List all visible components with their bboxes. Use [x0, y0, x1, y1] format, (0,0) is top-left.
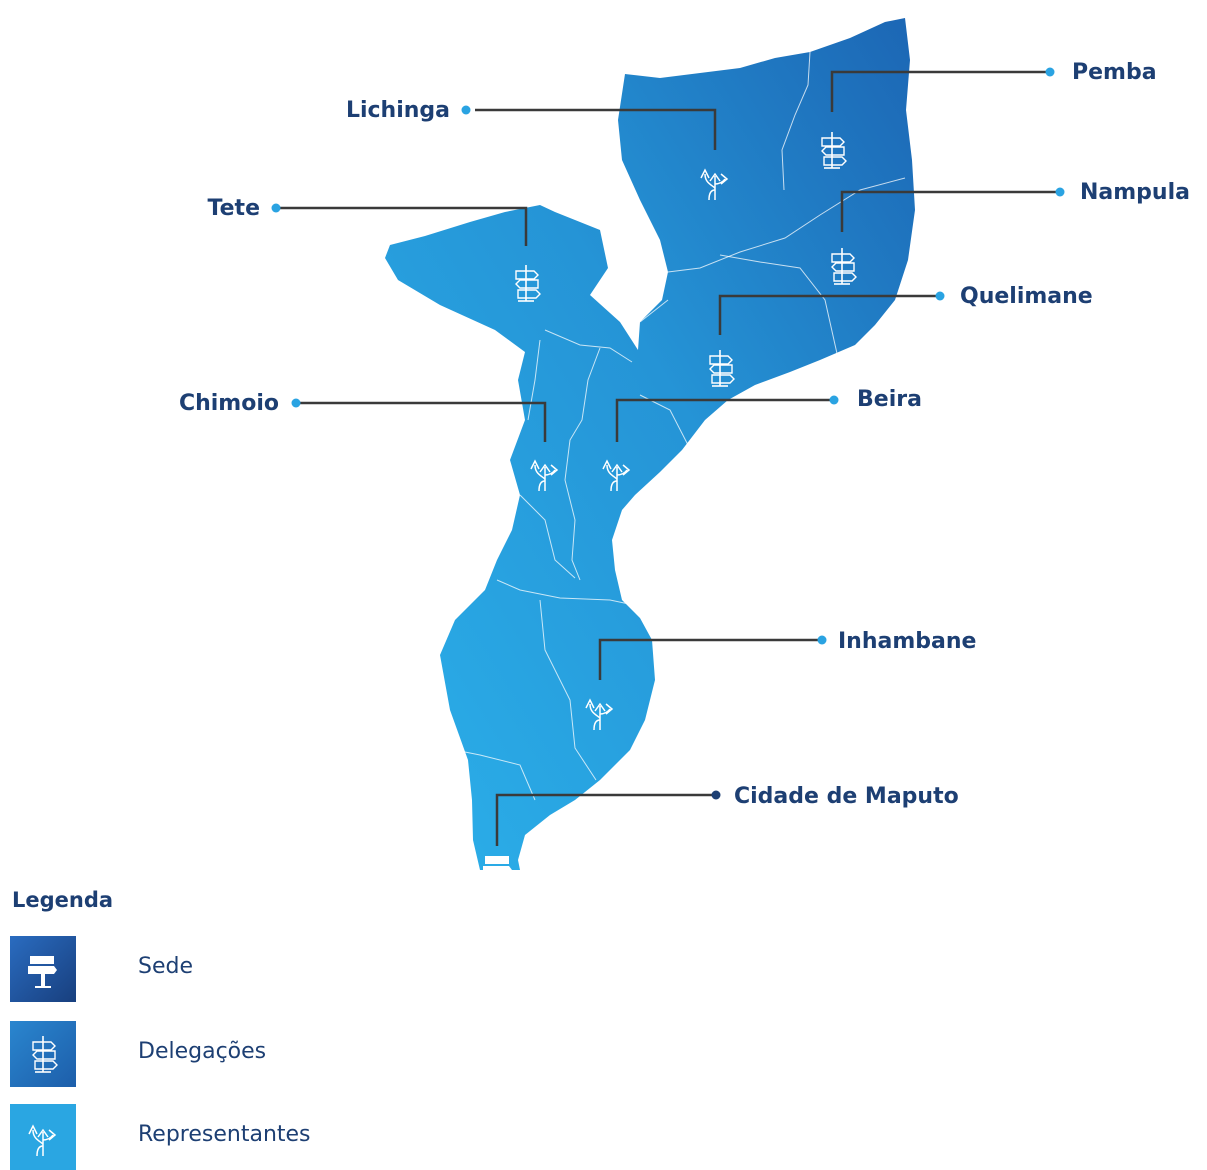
maputo-sede-icon — [482, 855, 513, 870]
city-label-beira: Beira — [857, 387, 922, 412]
legend-label-representantes: Representantes — [138, 1122, 311, 1147]
mozambique-map: Pemba Lichinga Tete Nampula Quelimane Ch… — [179, 18, 1190, 870]
sede-signpost-icon — [10, 936, 76, 1002]
legend-label-sede: Sede — [138, 954, 193, 979]
city-label-pemba: Pemba — [1072, 60, 1157, 85]
city-label-chimoio: Chimoio — [179, 391, 279, 416]
legend-item-sede: Sede — [10, 936, 610, 1002]
city-label-quelimane: Quelimane — [960, 284, 1093, 309]
legend-label-delegacoes: Delegações — [138, 1039, 267, 1064]
city-label-tete: Tete — [208, 196, 260, 221]
city-label-maputo: Cidade de Maputo — [734, 784, 959, 809]
city-label-nampula: Nampula — [1080, 180, 1190, 205]
city-label-lichinga: Lichinga — [346, 98, 450, 123]
country-shape — [385, 18, 915, 870]
legend-item-delegacoes: Delegações — [10, 1021, 610, 1087]
legend-title: Legenda — [12, 888, 114, 912]
delegacao-signpost-icon — [10, 1021, 76, 1087]
city-label-inhambane: Inhambane — [838, 629, 976, 654]
legend-item-representantes: Representantes — [10, 1104, 610, 1170]
representante-arrows-icon — [10, 1104, 76, 1170]
